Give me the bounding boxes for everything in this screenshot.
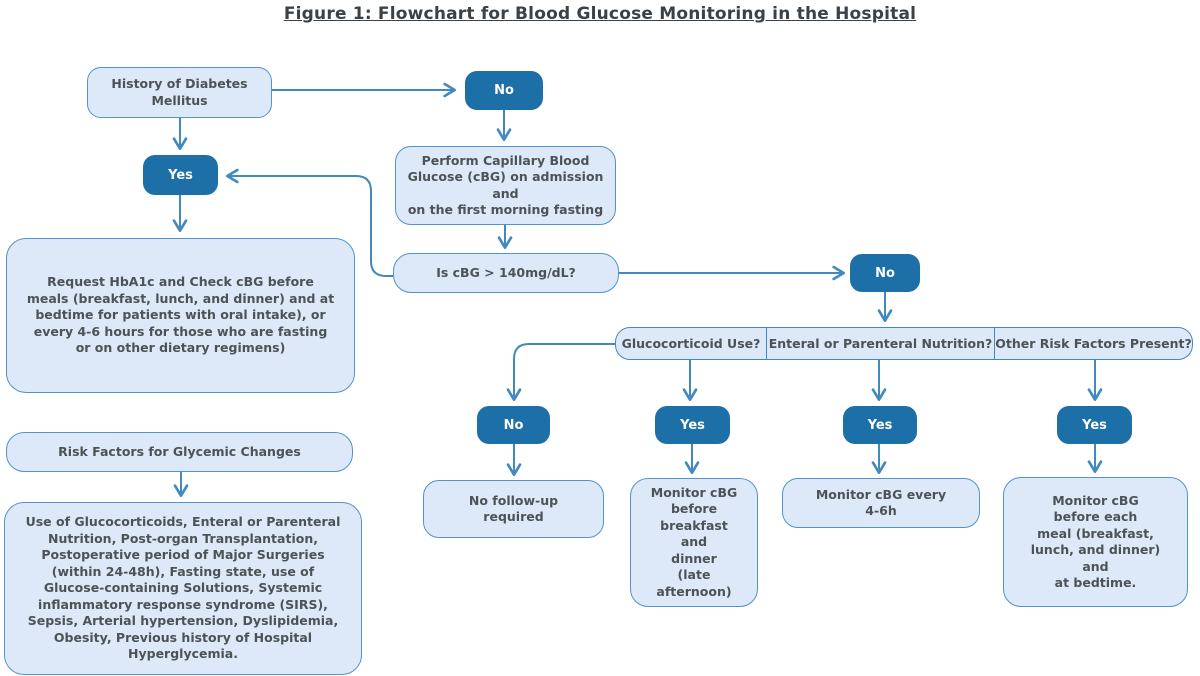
node-no-followup: No follow-up required	[423, 480, 604, 538]
pill-no-right: No	[850, 254, 920, 292]
pill-no-top: No	[465, 71, 543, 110]
node-perform-cbg: Perform Capillary Blood Glucose (cBG) on…	[395, 146, 616, 225]
node-history-of-diabetes: History of Diabetes Mellitus	[87, 67, 272, 118]
pill-yes-2: Yes	[843, 406, 917, 444]
pill-yes-left: Yes	[143, 155, 218, 195]
cell-other-risk-factors: Other Risk Factors Present?	[994, 328, 1192, 359]
figure-title: Figure 1: Flowchart for Blood Glucose Mo…	[283, 4, 917, 24]
pill-yes-1: Yes	[655, 406, 730, 444]
node-monitor-before-breakfast-dinner: Monitor cBG before breakfast and dinner …	[630, 478, 758, 607]
node-request-hba1c: Request HbA1c and Check cBG before meals…	[6, 238, 355, 393]
risk-question-strip: Glucocorticoid Use? Enteral or Parentera…	[615, 327, 1193, 360]
node-risk-factors-detail: Use of Glucocorticoids, Enteral or Paren…	[4, 502, 362, 675]
cell-enteral-parenteral-nutrition: Enteral or Parenteral Nutrition?	[766, 328, 994, 359]
node-monitor-every-4-6h: Monitor cBG every 4-6h	[782, 478, 980, 528]
pill-yes-3: Yes	[1057, 406, 1132, 444]
cell-glucocorticoid-use: Glucocorticoid Use?	[621, 336, 761, 351]
arrow-segbox-to-noleftpill	[506, 343, 615, 401]
node-is-cbg-question: Is cBG > 140mg/dL?	[393, 253, 619, 293]
node-risk-factors-header: Risk Factors for Glycemic Changes	[6, 432, 353, 472]
node-monitor-before-each-meal: Monitor cBG before each meal (breakfast,…	[1003, 477, 1188, 607]
arrow-iscbg-yes-to-yespill	[226, 168, 393, 277]
pill-no-left: No	[477, 406, 550, 444]
